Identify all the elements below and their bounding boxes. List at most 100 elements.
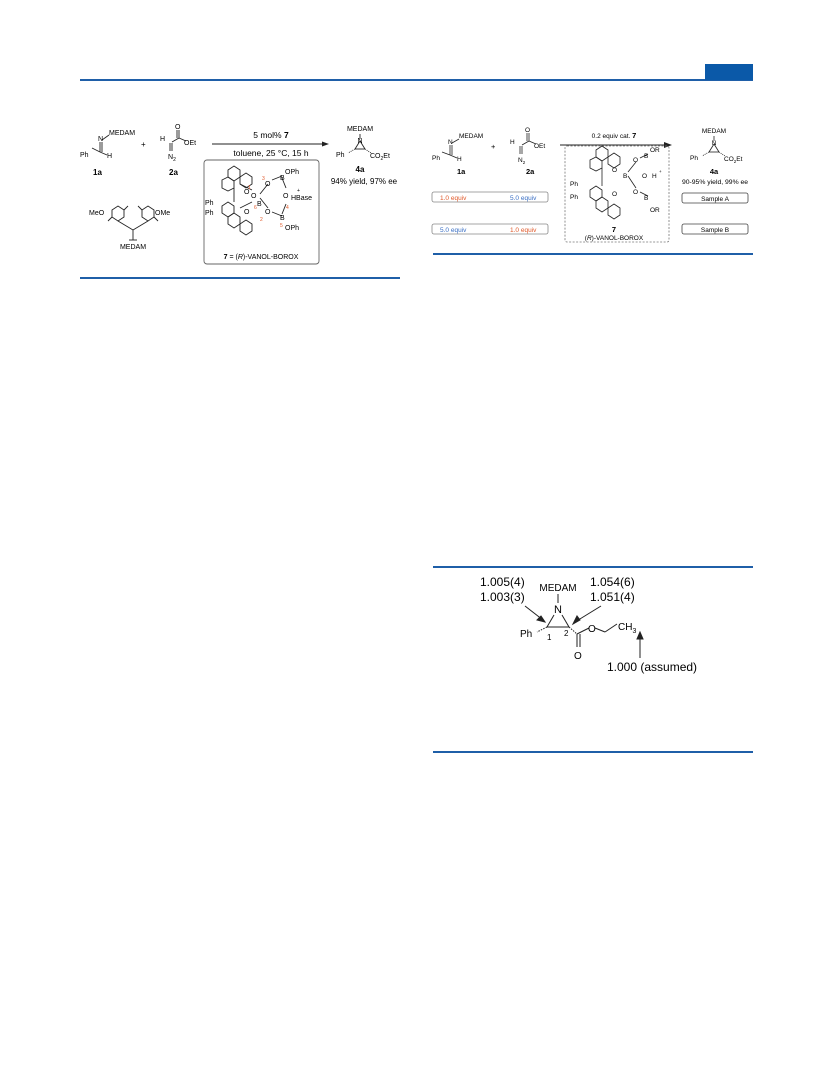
imine-ph: Ph bbox=[80, 152, 89, 159]
vanol-borox-structure bbox=[221, 165, 287, 236]
kie-pointer-arrows bbox=[524, 605, 644, 658]
imine-substituent: MEDAM bbox=[109, 130, 135, 137]
diazo-oet-right: OEt bbox=[534, 143, 545, 150]
label-1a: 1a bbox=[93, 168, 102, 177]
diazo-n2-right: N2 bbox=[518, 157, 526, 165]
label-2a: 2a bbox=[169, 168, 178, 177]
cat-o4-right: O bbox=[633, 189, 638, 196]
sample-a-pill bbox=[681, 192, 749, 204]
cat-oph1: OPh bbox=[285, 169, 299, 176]
cat-plus-right: + bbox=[659, 169, 662, 174]
product-ph: Ph bbox=[336, 152, 345, 159]
kie-bottom-rule bbox=[433, 751, 753, 753]
row-b-left-equiv: 5.0 equiv bbox=[440, 227, 467, 234]
catalyst-num-right: 7 bbox=[612, 225, 616, 234]
medam-structure bbox=[107, 205, 159, 241]
header-rule bbox=[80, 79, 753, 81]
cat-o5: O bbox=[283, 193, 289, 200]
imine-ph-right: Ph bbox=[432, 155, 440, 162]
row-a-right-equiv: 5.0 equiv bbox=[510, 195, 537, 202]
cat-plus: + bbox=[297, 188, 300, 194]
reaction-arrowhead-right bbox=[664, 142, 672, 148]
cat-ph1: Ph bbox=[205, 200, 214, 207]
cat-ph2-right: Ph bbox=[570, 194, 578, 201]
diazo-oet: OEt bbox=[184, 140, 196, 147]
scheme-left-bottom-rule bbox=[80, 277, 400, 279]
arrow-text-right: 0.2 equiv cat. 7 bbox=[592, 131, 637, 140]
cat-o1: O bbox=[244, 189, 250, 196]
cat-n2: 2 bbox=[260, 217, 263, 223]
diazo-h-right: H bbox=[510, 139, 515, 146]
cat-o3-right: O bbox=[633, 157, 638, 164]
medam-ome: OMe bbox=[155, 210, 170, 217]
product-substituent: MEDAM bbox=[347, 126, 373, 133]
cat-oph2: OPh bbox=[285, 225, 299, 232]
cat-o4: O bbox=[265, 209, 271, 216]
scheme-right-bottom-rule bbox=[433, 253, 753, 255]
kie-c2-a: 1.054(6) bbox=[590, 575, 635, 589]
kie-c2-b: 1.051(4) bbox=[590, 590, 635, 604]
label-2a-right: 2a bbox=[526, 167, 535, 176]
kie-c1-a: 1.005(4) bbox=[480, 575, 525, 589]
sample-b-label: Sample B bbox=[701, 227, 729, 234]
methyl-group: CH3 bbox=[618, 622, 636, 635]
sample-b-pill bbox=[681, 223, 749, 235]
plus-sign-right: + bbox=[491, 142, 496, 151]
cat-b2: B bbox=[280, 175, 285, 182]
diazo-2a-structure bbox=[169, 130, 187, 151]
product-ester: CO2Et bbox=[370, 153, 390, 162]
kie-figure: 1.005(4) 1.003(3) 1.054(6) 1.051(4) MEDA… bbox=[480, 575, 697, 674]
cat-b3-right: B bbox=[644, 195, 648, 202]
imine-h: H bbox=[107, 153, 112, 160]
medam-label-kie: MEDAM bbox=[539, 583, 576, 594]
aziridine-n: N bbox=[554, 604, 562, 616]
label-4a-right: 4a bbox=[710, 167, 719, 176]
aziridine-kie-structure bbox=[536, 594, 618, 647]
aziridine-4a-structure-right bbox=[701, 136, 726, 157]
ester-oxygen: O bbox=[588, 624, 596, 635]
carbonyl-oxygen: O bbox=[574, 651, 582, 662]
cat-o2-right: O bbox=[612, 191, 617, 198]
product-substituent-right: MEDAM bbox=[702, 128, 726, 135]
scheme-right: MEDAM N Ph H 1a + H O OEt N2 2a 0.2 equi… bbox=[431, 127, 749, 243]
reaction-conditions: toluene, 25 °C, 15 h bbox=[233, 148, 309, 158]
cat-b1: B bbox=[257, 201, 262, 208]
row-a-left-equiv: 1.0 equiv bbox=[440, 195, 467, 202]
imine-n-right: N bbox=[448, 139, 453, 146]
cat-or2-right: OR bbox=[650, 207, 660, 214]
cat-o1-right: O bbox=[612, 167, 617, 174]
catalyst-dashed-box bbox=[564, 145, 670, 243]
row-b-right-equiv: 1.0 equiv bbox=[510, 227, 537, 234]
diazo-o: O bbox=[175, 124, 181, 131]
cat-b3: B bbox=[280, 215, 285, 222]
kie-ch3: 1.000 (assumed) bbox=[607, 660, 697, 674]
cat-o5-right: O bbox=[642, 173, 647, 180]
cat-o3: O bbox=[265, 181, 271, 188]
aziridine-4a-structure bbox=[347, 134, 372, 154]
cat-o6: O bbox=[251, 193, 257, 200]
label-4a: 4a bbox=[356, 165, 365, 174]
product-result-right: 90-95% yield, 99% ee bbox=[682, 179, 748, 186]
diazo-o-right: O bbox=[525, 127, 530, 134]
product-ester-right: CO2Et bbox=[724, 156, 743, 164]
cat-or1-right: OR bbox=[650, 147, 660, 154]
kie-top-rule bbox=[433, 566, 753, 568]
catalyst-caption: 7 = (R)-VANOL-BOROX bbox=[224, 254, 299, 261]
cat-hbase: HBase bbox=[291, 195, 312, 202]
imine-n: N bbox=[98, 136, 103, 143]
header-tab bbox=[705, 64, 753, 80]
product-result: 94% yield, 97% ee bbox=[331, 177, 398, 186]
catalyst-loading: 5 mol% 7 bbox=[253, 130, 289, 140]
cat-ph1-right: Ph bbox=[570, 181, 578, 188]
medam-meo: MeO bbox=[89, 210, 105, 217]
label-1a-right: 1a bbox=[457, 167, 466, 176]
cat-n6: 6 bbox=[254, 205, 257, 211]
diazo-2a-structure-right bbox=[519, 133, 537, 154]
kie-c1-b: 1.003(3) bbox=[480, 590, 525, 604]
product-ph-right: Ph bbox=[690, 155, 698, 162]
cat-n3: 3 bbox=[262, 176, 265, 182]
vanol-borox-structure-right bbox=[589, 145, 649, 220]
imine-1a-structure bbox=[91, 134, 110, 156]
diazo-n2: N2 bbox=[168, 154, 176, 163]
cat-n1: 1 bbox=[248, 185, 251, 191]
